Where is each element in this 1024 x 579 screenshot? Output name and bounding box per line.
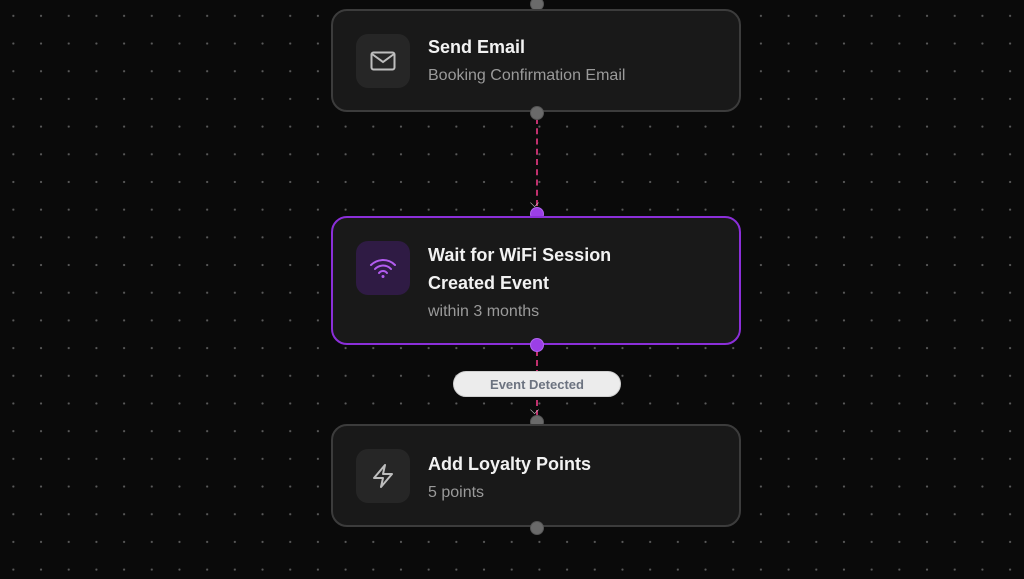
- edge-email-to-wait[interactable]: [536, 118, 538, 206]
- arrow-icon: ⌵: [530, 196, 540, 210]
- edge-label: Event Detected: [453, 371, 621, 397]
- node-title: Wait for WiFi Session: [428, 245, 612, 265]
- node-send-email[interactable]: Send Email Booking Confirmation Email: [331, 9, 741, 112]
- lightning-icon: [356, 449, 410, 503]
- arrow-icon: ⌵: [530, 403, 540, 417]
- node-title: Send Email: [428, 37, 526, 57]
- mail-icon: [356, 34, 410, 88]
- node-subtitle: within 3 months: [428, 303, 540, 320]
- node-subtitle: Booking Confirmation Email: [428, 67, 626, 84]
- wifi-icon: [356, 241, 410, 295]
- output-handle[interactable]: [530, 521, 544, 535]
- node-subtitle: 5 points: [428, 484, 485, 501]
- node-wait-wifi-event[interactable]: Wait for WiFi Session Created Event with…: [331, 216, 741, 345]
- node-title: Add Loyalty Points: [428, 454, 592, 474]
- node-add-loyalty-points[interactable]: Add Loyalty Points 5 points: [331, 424, 741, 527]
- node-title: Created Event: [428, 273, 550, 293]
- output-handle[interactable]: [530, 338, 544, 352]
- output-handle[interactable]: [530, 106, 544, 120]
